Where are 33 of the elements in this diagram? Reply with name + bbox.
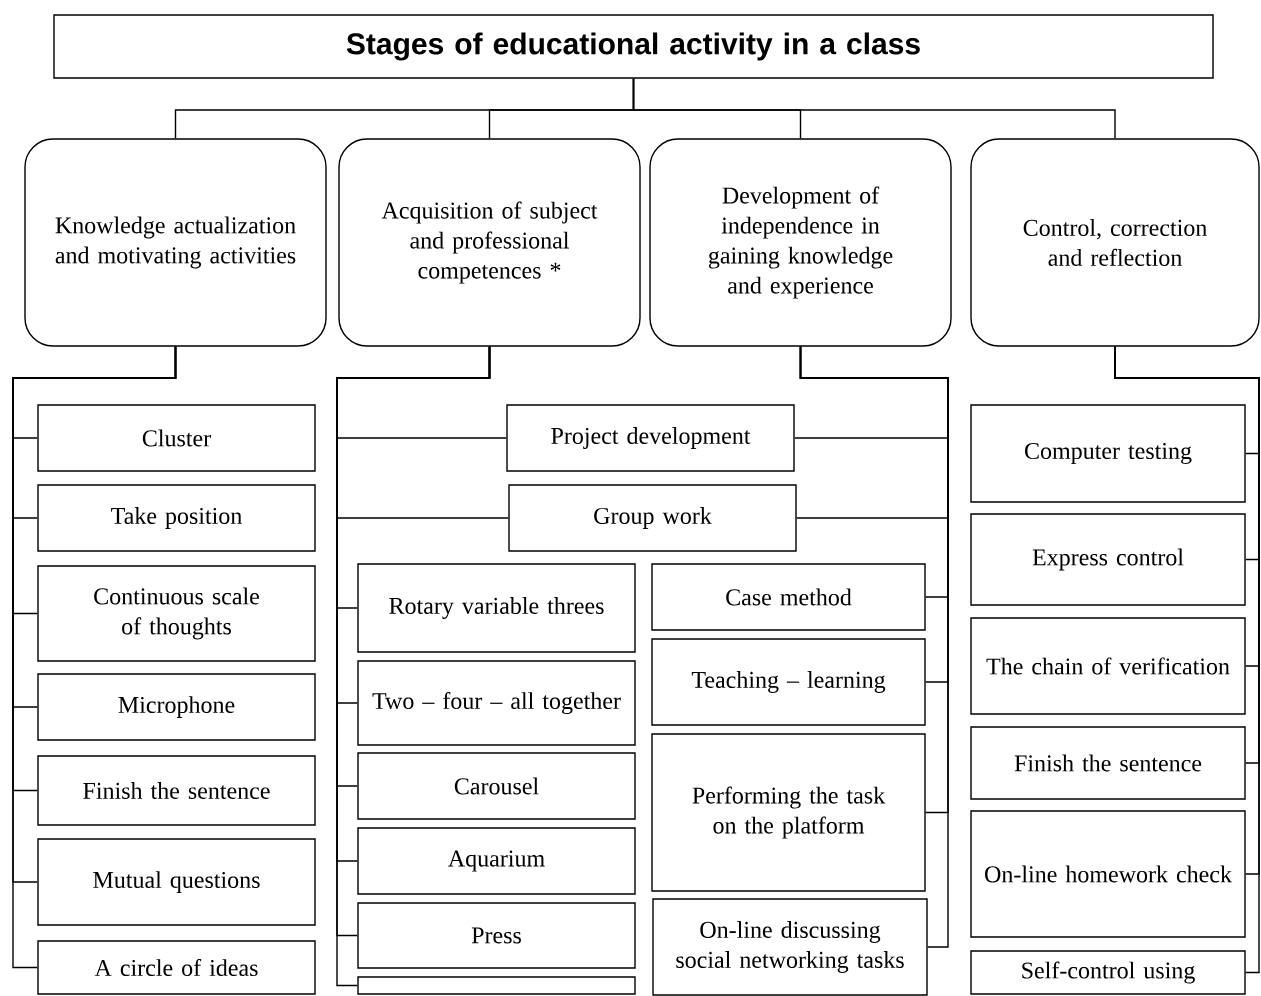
method-box: Microphone bbox=[37, 673, 316, 741]
connector-line bbox=[632, 78, 1116, 139]
stage-box: Acquisition of subject and professional competences * bbox=[338, 138, 641, 347]
stage-box: Knowledge actualization and motivating activities bbox=[24, 138, 327, 347]
method-box: Cluster bbox=[37, 404, 316, 472]
method-box: Two – four – all together bbox=[357, 660, 636, 746]
method-box: Finish the sentence bbox=[37, 755, 316, 826]
method-box: On-line discussing social networking tasks bbox=[652, 898, 928, 996]
method-box: The chain of verification bbox=[970, 617, 1246, 715]
method-box: A circle of ideas bbox=[37, 940, 316, 995]
method-box: Self-control using bbox=[970, 950, 1246, 995]
stage-box: Control, correction and reflection bbox=[970, 138, 1260, 347]
title-box: Stages of educational activity in a class bbox=[53, 14, 1214, 79]
method-box: Rotary variable threes bbox=[357, 563, 636, 653]
empty-box bbox=[357, 976, 636, 995]
method-box: Mutual questions bbox=[37, 838, 316, 926]
connector-line bbox=[1114, 346, 1260, 974]
method-box: Finish the sentence bbox=[970, 726, 1246, 800]
method-box: Teaching – learning bbox=[651, 638, 926, 726]
method-box: Take position bbox=[37, 484, 316, 552]
method-box: Press bbox=[357, 902, 636, 969]
method-box: Express control bbox=[970, 513, 1246, 606]
stage-box: Development of independence in gaining knowledge and experience bbox=[649, 138, 952, 347]
connector-line bbox=[799, 346, 949, 948]
method-box: Carousel bbox=[357, 752, 636, 820]
method-box: Case method bbox=[651, 563, 926, 631]
method-box: Computer testing bbox=[970, 404, 1246, 503]
method-box: Group work bbox=[508, 484, 797, 552]
method-box: Project development bbox=[506, 404, 795, 472]
method-box: Aquarium bbox=[357, 827, 636, 895]
method-box: Continuous scale of thoughts bbox=[37, 565, 316, 662]
method-box: On-line homework check bbox=[970, 810, 1246, 938]
method-box: Performing the task on the platform bbox=[651, 733, 926, 892]
